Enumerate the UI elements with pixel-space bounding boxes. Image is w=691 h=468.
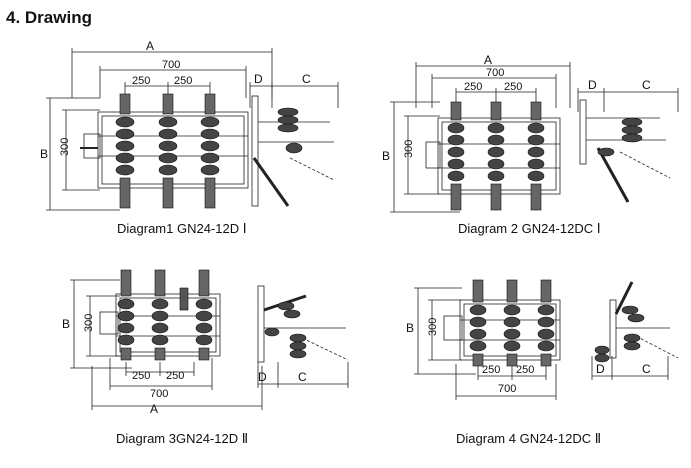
diagram-4-drawing: B 300 250 250 700 D C: [406, 279, 679, 400]
dim-height-label: 300: [59, 138, 71, 156]
dim-a-label: A: [146, 39, 154, 53]
dim-pitch-label-1: 250: [464, 81, 482, 93]
dim-pitch-label-2: 250: [516, 364, 534, 376]
dim-c-label: C: [642, 78, 651, 92]
dim-d-label: D: [588, 78, 597, 92]
dim-b-label: B: [406, 321, 414, 335]
diagram-2: A 700 250 250 B 300 D C: [380, 52, 680, 227]
dim-d-label: D: [258, 370, 267, 384]
diagram-2-caption: Diagram 2 GN24-12DC Ⅰ: [458, 221, 601, 236]
diagram-1: A 700 250 250 B 300 D C: [40, 38, 340, 225]
diagram-1-caption: Diagram1 GN24-12D Ⅰ: [117, 221, 247, 236]
dim-height-label: 300: [427, 318, 439, 336]
section-heading: 4. Drawing: [6, 8, 92, 27]
dim-width-label: 700: [486, 67, 504, 79]
diagram-3: B 300 250 250 700 A D C: [62, 266, 358, 421]
dim-pitch-label-1: 250: [132, 370, 150, 382]
dim-height-label: 300: [83, 314, 95, 332]
dim-d-label: D: [254, 72, 263, 86]
diagram-4: B 300 250 250 700 D C: [406, 278, 688, 421]
dim-d-label: D: [596, 362, 605, 376]
dim-b-label: B: [382, 149, 390, 163]
dim-a-label: A: [484, 53, 492, 67]
diagram-2-drawing: A 700 250 250 B 300 D C: [382, 53, 679, 213]
dim-c-label: C: [298, 370, 307, 384]
dim-b-label: B: [40, 147, 48, 161]
dim-width-label: 700: [498, 383, 516, 395]
dim-height-label: 300: [403, 140, 415, 158]
dim-pitch-label-1: 250: [482, 364, 500, 376]
diagram-3-caption: Diagram 3GN24-12D Ⅱ: [116, 431, 249, 446]
dim-pitch-label-2: 250: [166, 370, 184, 382]
dim-pitch-label-2: 250: [504, 81, 522, 93]
dim-c-label: C: [642, 362, 651, 376]
dim-pitch-label-1: 250: [132, 75, 150, 87]
dim-c-label: C: [302, 72, 311, 86]
dim-a-label: A: [150, 402, 158, 416]
dim-pitch-label-2: 250: [174, 75, 192, 87]
dim-b-label: B: [62, 317, 70, 331]
dim-width-label: 700: [150, 388, 168, 400]
diagram-3-drawing: B 300 250 250 700 A D C: [62, 269, 349, 416]
diagram-1-drawing: A 700 250 250 B 300 D C: [40, 39, 339, 211]
dim-width-label: 700: [162, 59, 180, 71]
diagram-4-caption: Diagram 4 GN24-12DC Ⅱ: [456, 431, 602, 446]
